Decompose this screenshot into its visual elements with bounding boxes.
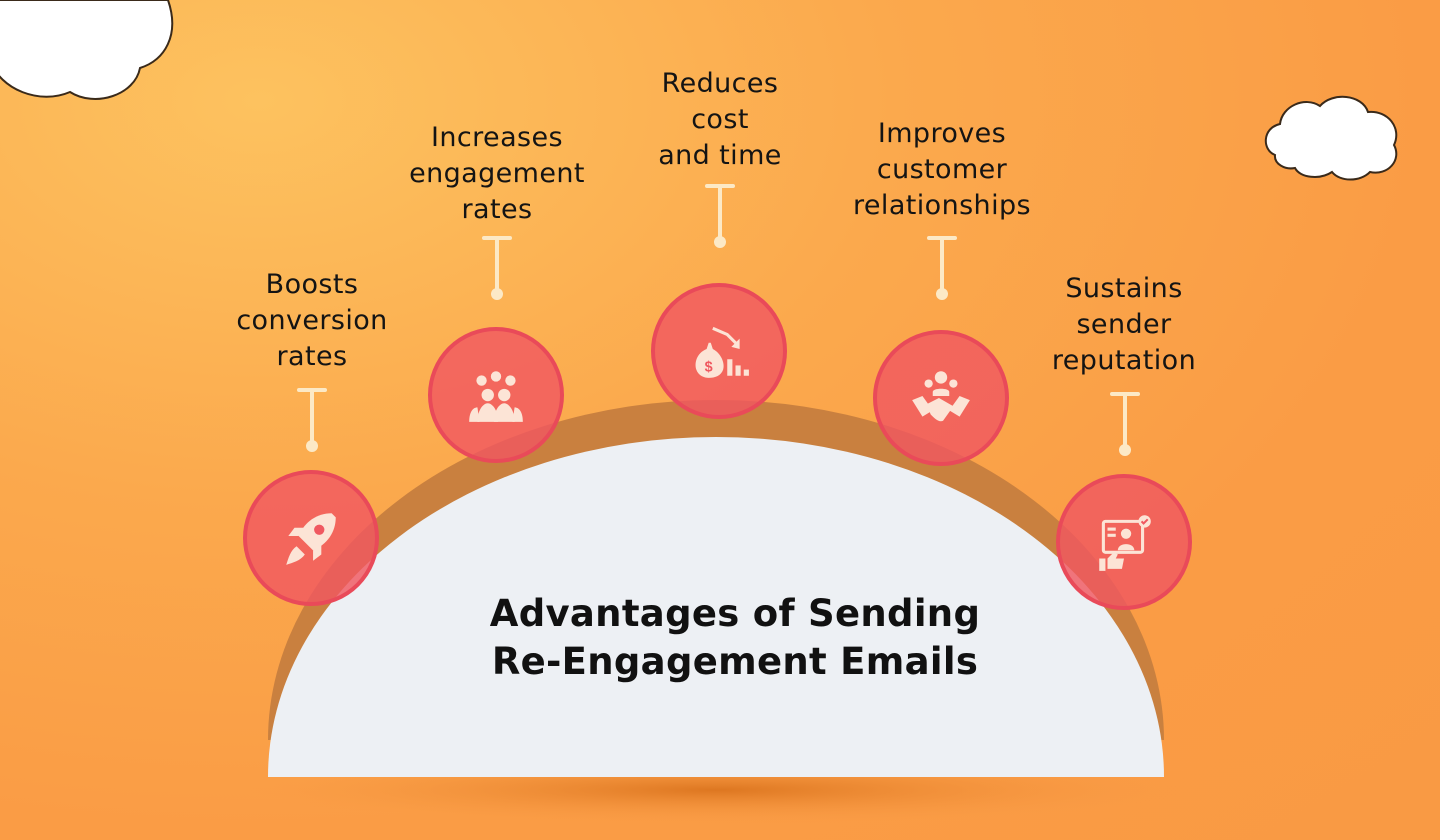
svg-text:$: $ <box>705 360 713 376</box>
cloud-top-right-icon <box>1264 95 1398 181</box>
advantage-bubble-cost: $ <box>651 283 787 419</box>
title-line-1: Advantages of Sending <box>489 592 981 635</box>
dome <box>268 437 1164 777</box>
cloud-top-left-icon <box>0 0 174 100</box>
money-bag-decline-icon: $ <box>695 326 749 378</box>
handshake-icon <box>912 371 970 422</box>
advantage-bubble-relationships <box>873 330 1009 466</box>
advantage-label-engagement: Increases engagement rates <box>409 122 585 225</box>
advantage-bubble-engagement <box>428 327 564 463</box>
advantage-label-relationships: Improves customer relationships <box>853 118 1031 221</box>
rocket-icon <box>286 513 336 565</box>
advantage-label-conversion: Boosts conversion rates <box>236 269 388 372</box>
connector-pin <box>927 236 957 300</box>
connector-pin <box>297 388 327 452</box>
verified-profile-icon <box>1099 515 1151 571</box>
advantage-bubble-conversion <box>243 470 379 606</box>
connector-pin <box>1110 392 1140 456</box>
advantage-label-cost: Reduces cost and time <box>658 68 782 171</box>
advantage-label-reputation: Sustains sender reputation <box>1051 273 1197 376</box>
audience-group-icon <box>469 371 523 422</box>
diagram-title: Advantages of Sending Re-Engagement Emai… <box>435 590 1035 686</box>
title-line-2: Re-Engagement Emails <box>491 640 979 683</box>
advantage-bubble-reputation <box>1056 474 1192 610</box>
connector-pin <box>705 184 735 248</box>
connector-pin <box>482 236 512 300</box>
